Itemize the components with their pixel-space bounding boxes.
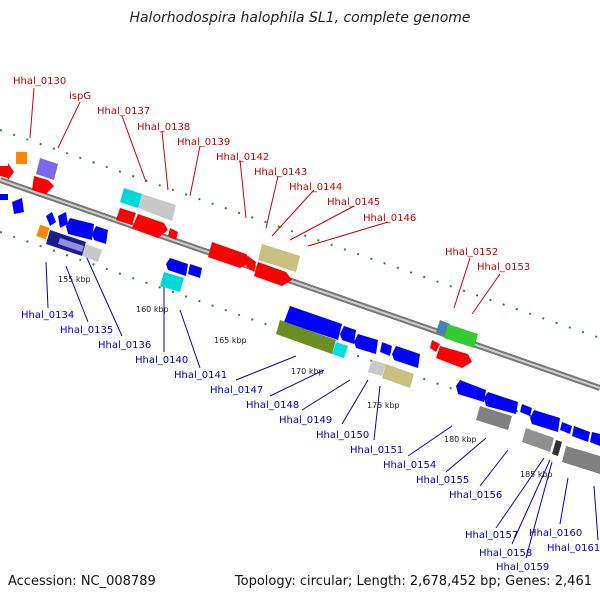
- gene-label: Hhal_0156: [449, 490, 502, 501]
- tick-label: 175 kbp: [367, 401, 400, 410]
- gene-label: Hhal_0143: [254, 167, 307, 178]
- gene-label: Hhal_0151: [350, 445, 403, 456]
- accession-label: Accession: NC_008789: [8, 574, 156, 589]
- tick-labels: 155 kbp 160 kbp 165 kbp 170 kbp 175 kbp …: [58, 275, 553, 479]
- gene-label: Hhal_0154: [383, 460, 436, 471]
- gene-label: Hhal_0137: [97, 106, 150, 117]
- map-title: Halorhodospira halophila SL1, complete g…: [129, 10, 471, 26]
- tick-label: 170 kbp: [291, 367, 324, 376]
- gene-label: Hhal_0158: [479, 548, 532, 559]
- gene-label: Hhal_0149: [279, 415, 332, 426]
- reverse-genes: [12, 198, 600, 474]
- gene-label: Hhal_0147: [210, 385, 263, 396]
- gene-label: Hhal_0160: [529, 528, 582, 539]
- gene-label: ispG: [69, 91, 91, 102]
- tick-label: 180 kbp: [444, 435, 477, 444]
- reverse-leaders: [45, 255, 599, 559]
- gene-label: Hhal_0150: [316, 430, 369, 441]
- gene-label: Hhal_0157: [465, 530, 518, 541]
- genome-backbone: [0, 177, 600, 391]
- gene-label: Hhal_0142: [216, 152, 269, 163]
- gene-label: Hhal_0155: [416, 475, 469, 486]
- gene-label: Hhal_0139: [177, 137, 230, 148]
- gene-label: Hhal_0136: [98, 340, 151, 351]
- gene-label: Hhal_0145: [327, 197, 380, 208]
- forward-gene-labels: Hhal_0130 ispG Hhal_0137 Hhal_0138 Hhal_…: [13, 76, 530, 273]
- gene-label: Hhal_0140: [135, 355, 188, 366]
- forward-genes: [0, 152, 478, 368]
- gene-label: Hhal_0144: [289, 182, 342, 193]
- gene-label: Hhal_0153: [477, 262, 530, 273]
- gene-label: Hhal_0159: [496, 562, 549, 573]
- gene-label: Hhal_0152: [445, 247, 498, 258]
- gene-label: Hhal_0134: [21, 310, 74, 321]
- gene-label: Hhal_0138: [137, 122, 190, 133]
- topology-label: Topology: circular; Length: 2,678,452 bp…: [234, 574, 592, 589]
- gene-label: Hhal_0130: [13, 76, 66, 87]
- forward-leaders: [29, 87, 501, 315]
- reverse-gene-labels: Hhal_0134 Hhal_0135 Hhal_0136 Hhal_0140 …: [21, 310, 600, 573]
- tick-label: 160 kbp: [136, 305, 169, 314]
- tick-label: 185 kbp: [520, 470, 553, 479]
- gene-label: Hhal_0135: [60, 325, 113, 336]
- tick-label: 165 kbp: [214, 336, 247, 345]
- gene-label: Hhal_0148: [246, 400, 299, 411]
- gene-label: Hhal_0161: [547, 543, 600, 554]
- gene-label: Hhal_0141: [174, 370, 227, 381]
- gene-label: Hhal_0146: [363, 213, 416, 224]
- tick-label: 155 kbp: [58, 275, 91, 284]
